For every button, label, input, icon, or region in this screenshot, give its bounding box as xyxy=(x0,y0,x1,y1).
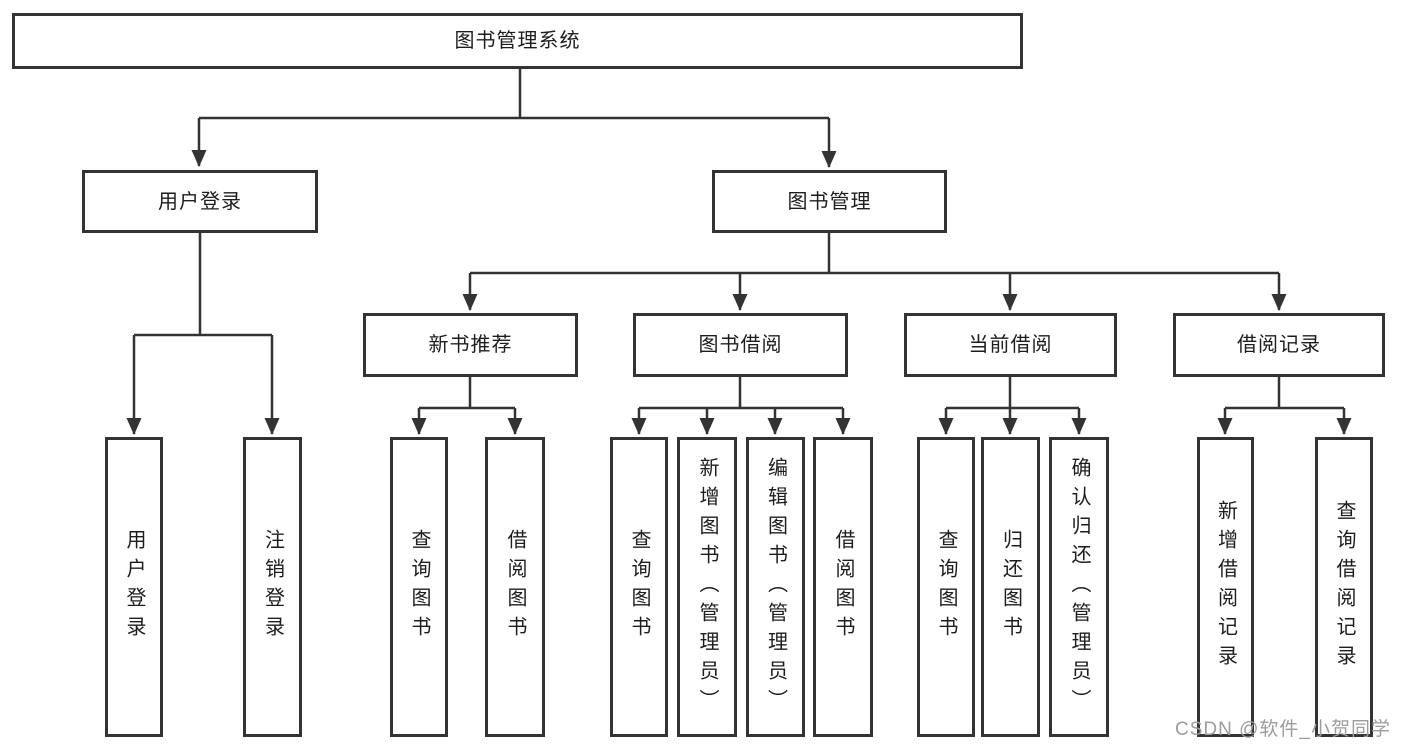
csdn-watermark: CSDN @软件_小贺同学 xyxy=(1175,719,1391,740)
node-borrowing-records: 借阅记录 xyxy=(1173,313,1385,377)
leaf-add-borrow-record: 新增借阅记录 xyxy=(1197,437,1254,737)
node-user-login-module: 用户登录 xyxy=(82,170,318,233)
node-new-book-recommend: 新书推荐 xyxy=(363,313,578,377)
connector-root-to-level2 xyxy=(191,69,837,168)
connector-book-mgmt-children xyxy=(462,233,1287,311)
leaf-query-books-recommend: 查询图书 xyxy=(390,437,448,737)
node-current-borrowing: 当前借阅 xyxy=(904,313,1117,377)
connector-new-books-children xyxy=(411,377,523,435)
connector-user-login-children xyxy=(126,233,280,435)
node-root-system: 图书管理系统 xyxy=(12,13,1023,69)
leaf-user-login: 用户登录 xyxy=(105,437,163,737)
leaf-borrow-books: 借阅图书 xyxy=(813,437,873,737)
leaf-query-borrow-record: 查询借阅记录 xyxy=(1315,437,1373,737)
connector-current-borrow-children xyxy=(938,377,1087,435)
leaf-return-books: 归还图书 xyxy=(981,437,1040,737)
connector-book-borrow-children xyxy=(631,377,851,435)
leaf-add-books-admin: 新增图书（管理员） xyxy=(677,437,737,737)
node-book-borrowing: 图书借阅 xyxy=(633,313,848,377)
node-book-management-module: 图书管理 xyxy=(712,170,947,233)
leaf-query-books-current: 查询图书 xyxy=(917,437,975,737)
leaf-edit-books-admin: 编辑图书（管理员） xyxy=(746,437,805,737)
leaf-borrow-books-recommend: 借阅图书 xyxy=(485,437,545,737)
leaf-logout: 注销登录 xyxy=(243,437,302,737)
leaf-query-books-borrow: 查询图书 xyxy=(610,437,668,737)
connector-borrow-records-children xyxy=(1217,377,1352,435)
leaf-confirm-return-admin: 确认归还（管理员） xyxy=(1049,437,1109,737)
